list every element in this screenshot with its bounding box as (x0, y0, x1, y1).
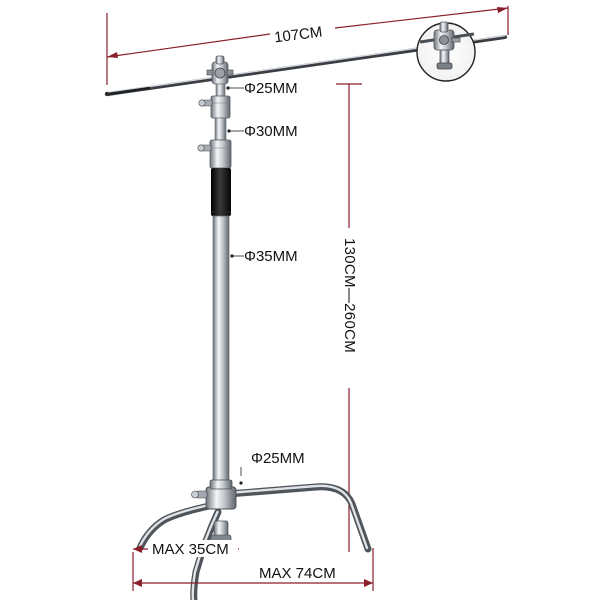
middle-tube-diameter-label-group: Φ30MM (227, 123, 298, 140)
foam-grip-sleeve (211, 168, 231, 216)
top-riser-tube (198, 83, 231, 119)
base-large-label: MAX 74CM (259, 565, 336, 582)
boom-length-label: 107CM (273, 24, 323, 47)
leg-tube-diameter-label-group: Φ25MM (239, 450, 305, 485)
top-grip-head (206, 55, 234, 85)
bottom-tube-diameter-label-group: Φ35MM (230, 248, 298, 265)
height-range-dimension: 130CM—260CM (336, 83, 362, 552)
boom-length-dimension: 107CM (106, 6, 509, 85)
bottom-tube-diameter-label: Φ35MM (244, 248, 298, 265)
top-tube-diameter-label-group: Φ25MM (226, 80, 298, 97)
middle-tube-diameter-label: Φ30MM (244, 123, 298, 140)
middle-riser-tube (197, 117, 232, 169)
top-tube-diameter-label: Φ25MM (244, 80, 298, 97)
leg-tube-diameter-label: Φ25MM (251, 450, 305, 467)
bottom-riser-tube (212, 215, 230, 495)
base-small-dimension: MAX 35CM (133, 540, 239, 558)
grip-head-clamp-icon (416, 21, 476, 82)
base-large-dimension: MAX 74CM (132, 548, 374, 591)
height-range-label: 130CM—260CM (341, 238, 358, 353)
turtle-base (136, 479, 372, 600)
base-small-label: MAX 35CM (152, 541, 229, 558)
